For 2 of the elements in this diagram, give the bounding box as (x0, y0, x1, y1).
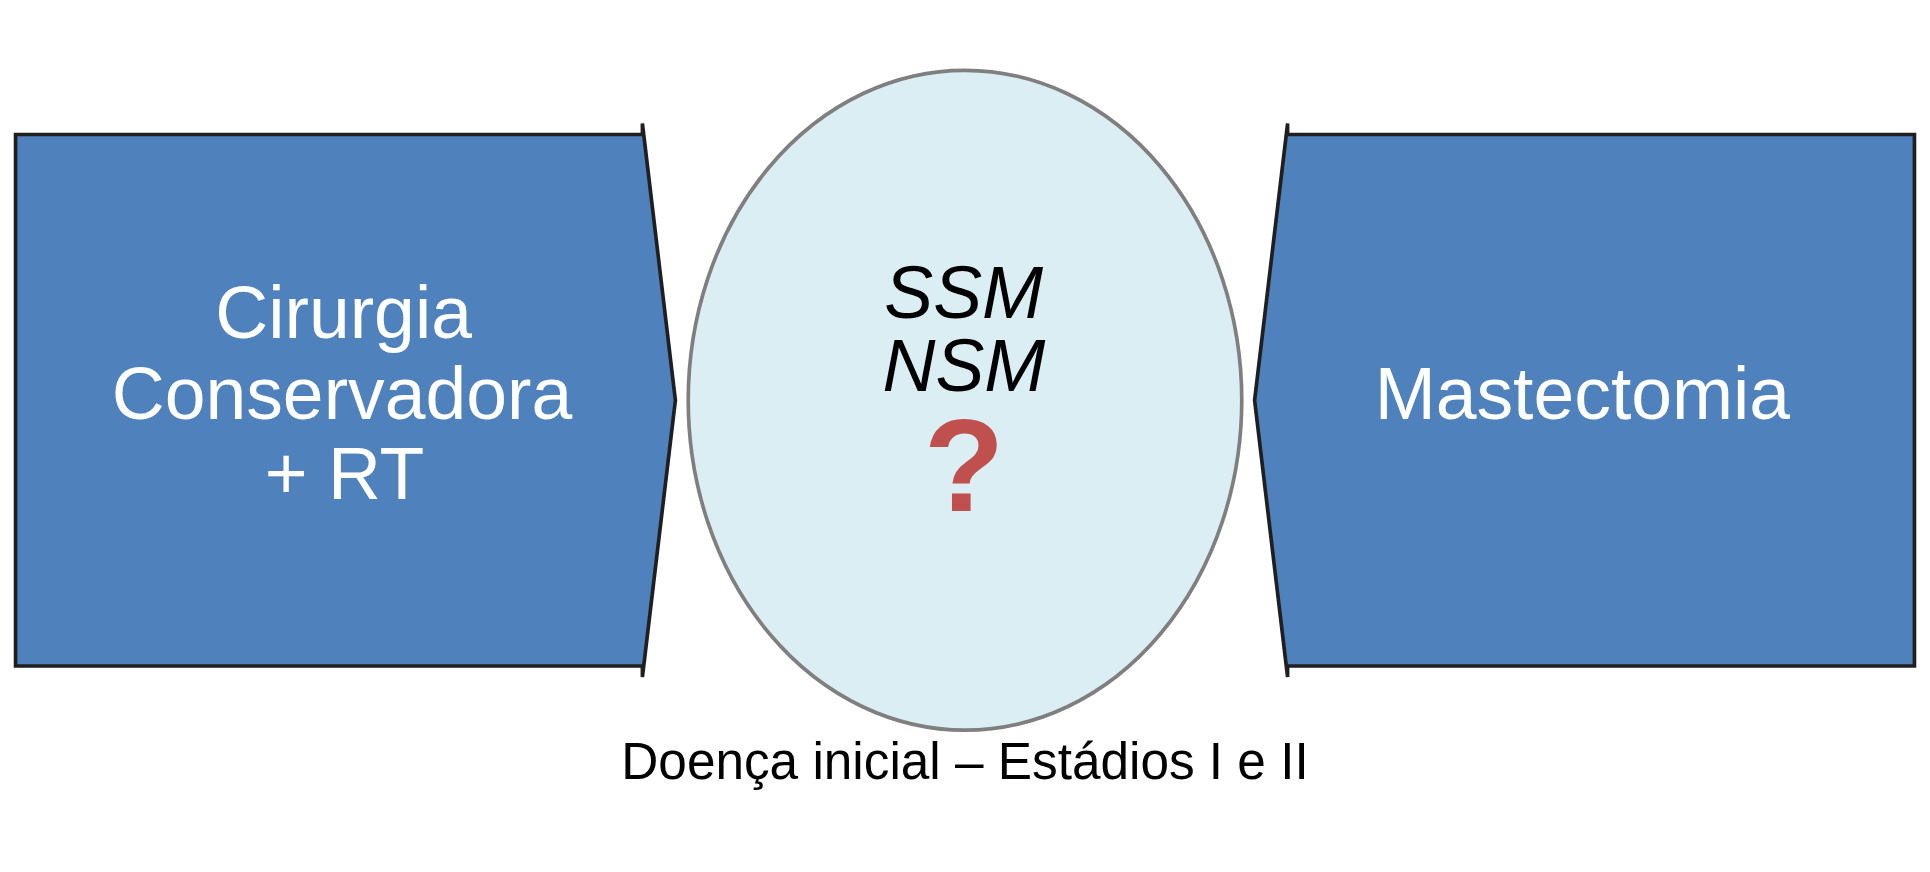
caption: Doença inicial – Estádios I e II (621, 732, 1309, 790)
node-ellipse: SSM NSM ? (686, 68, 1244, 732)
